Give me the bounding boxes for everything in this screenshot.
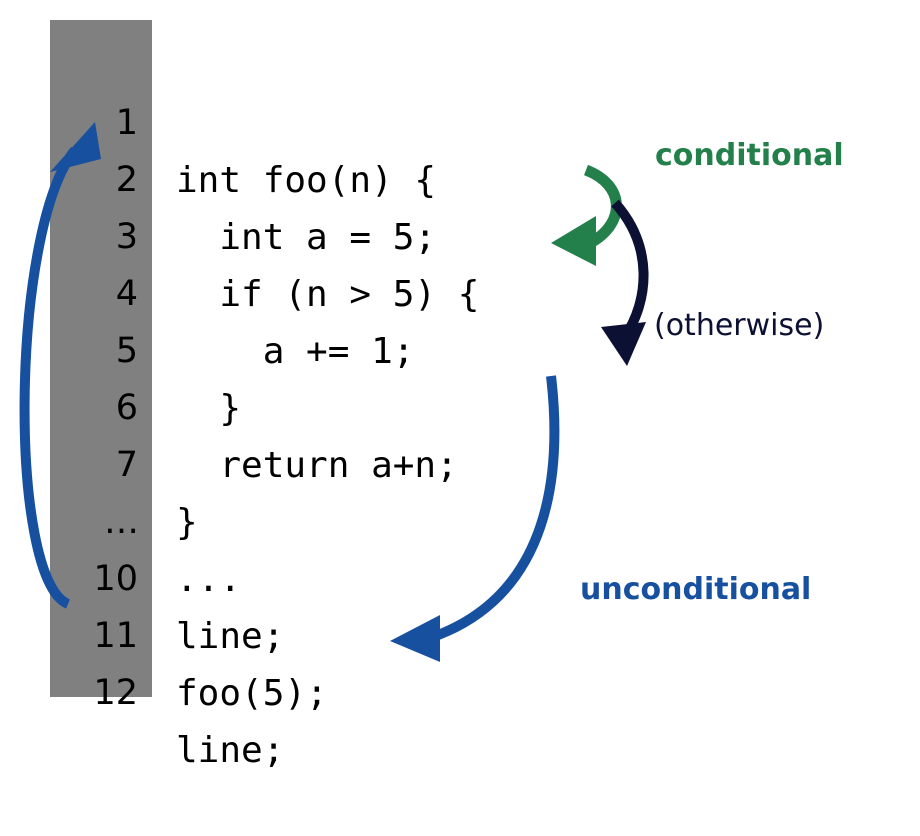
line-number: 7: [115, 445, 138, 485]
line-number: 6: [115, 388, 138, 428]
line-number: 1: [115, 103, 138, 143]
line-text: a += 1;: [176, 331, 415, 372]
line-number: …: [104, 502, 139, 542]
line-number: 12: [93, 673, 138, 713]
line-text: line;: [176, 616, 285, 657]
code-line-10[interactable]: 10 line;: [0, 494, 920, 657]
line-number: 2: [115, 160, 138, 200]
code-line-12[interactable]: 12 line;: [0, 608, 920, 771]
line-text: line;: [176, 730, 285, 771]
diagram-canvas: 1 int foo(n) { 2 int a = 5; 3 if (n > 5)…: [0, 20, 920, 771]
code-line-elided[interactable]: … ...: [0, 437, 920, 600]
code-line-3[interactable]: 3 if (n > 5) {: [0, 152, 920, 315]
code-line-4[interactable]: 4 a += 1;: [0, 209, 920, 372]
code-line-7[interactable]: 7 }: [0, 380, 920, 543]
line-text: }: [176, 502, 198, 543]
line-text: ...: [176, 559, 242, 600]
line-text: }: [176, 388, 242, 429]
line-text: int a = 5;: [176, 217, 437, 258]
label-unconditional: unconditional: [580, 572, 812, 607]
code-line-2[interactable]: 2 int a = 5;: [0, 95, 920, 258]
line-number: 5: [115, 331, 138, 371]
code-line-1[interactable]: 1 int foo(n) {: [0, 38, 920, 201]
line-number: 10: [93, 559, 138, 599]
line-text: foo(5);: [176, 673, 328, 714]
code-line-11[interactable]: 11 foo(5);: [0, 551, 920, 714]
line-text: if (n > 5) {: [176, 274, 480, 315]
line-number: 4: [115, 274, 138, 314]
code-line-5[interactable]: 5 }: [0, 266, 920, 429]
line-text: int foo(n) {: [176, 160, 437, 201]
line-number: 3: [115, 217, 138, 257]
label-otherwise: (otherwise): [654, 308, 825, 343]
line-number: 11: [93, 616, 138, 656]
label-conditional: conditional: [655, 138, 844, 173]
